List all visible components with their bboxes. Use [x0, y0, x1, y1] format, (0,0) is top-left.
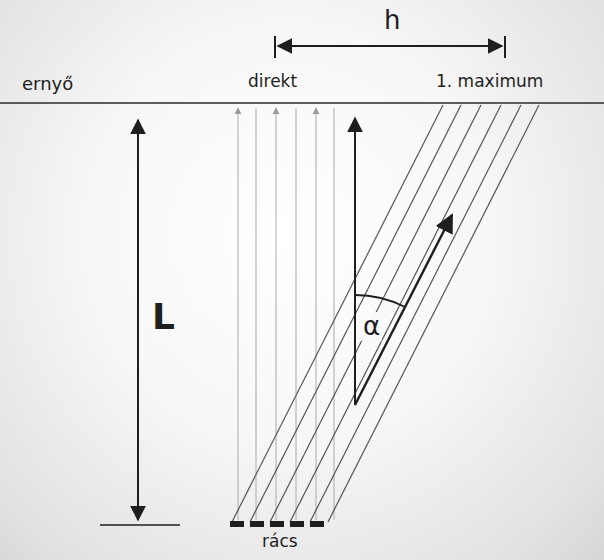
ray — [290, 105, 501, 522]
baseline-tick — [100, 524, 180, 526]
dimension-label: h — [382, 6, 402, 36]
grating-slit-bar — [230, 521, 244, 527]
dimension-label: L — [150, 296, 177, 337]
grating-symbol — [230, 521, 324, 527]
direct-rays — [238, 108, 334, 520]
grating-slit-bar — [270, 521, 284, 527]
dimension-arrow — [137, 120, 139, 520]
screen-label: ernyő — [20, 74, 75, 95]
ray — [237, 108, 238, 520]
direction-arrow — [355, 215, 452, 405]
ray — [328, 105, 539, 522]
diffracted-rays — [232, 105, 539, 522]
part-label: rács — [260, 532, 300, 552]
ray — [232, 105, 443, 522]
ray — [270, 105, 481, 522]
ray — [315, 108, 316, 520]
dimension-tick — [504, 36, 506, 58]
ray — [250, 105, 461, 522]
angle-arc — [355, 295, 405, 307]
ray — [255, 108, 256, 520]
dimension-tick — [274, 36, 276, 58]
angle-label: α — [361, 312, 382, 342]
ray — [310, 105, 521, 522]
normal-arrow — [354, 118, 356, 405]
dimension-arrow — [278, 45, 502, 47]
grating-slit-bar — [250, 521, 264, 527]
grating-slit-bar — [290, 521, 304, 527]
ray — [295, 108, 296, 520]
ray — [275, 108, 276, 520]
beam-label: 1. maximum — [434, 72, 545, 92]
screen-line — [0, 102, 604, 104]
grating-slit-bar — [310, 521, 324, 527]
ray — [333, 108, 334, 520]
beam-label: direkt — [246, 72, 299, 92]
